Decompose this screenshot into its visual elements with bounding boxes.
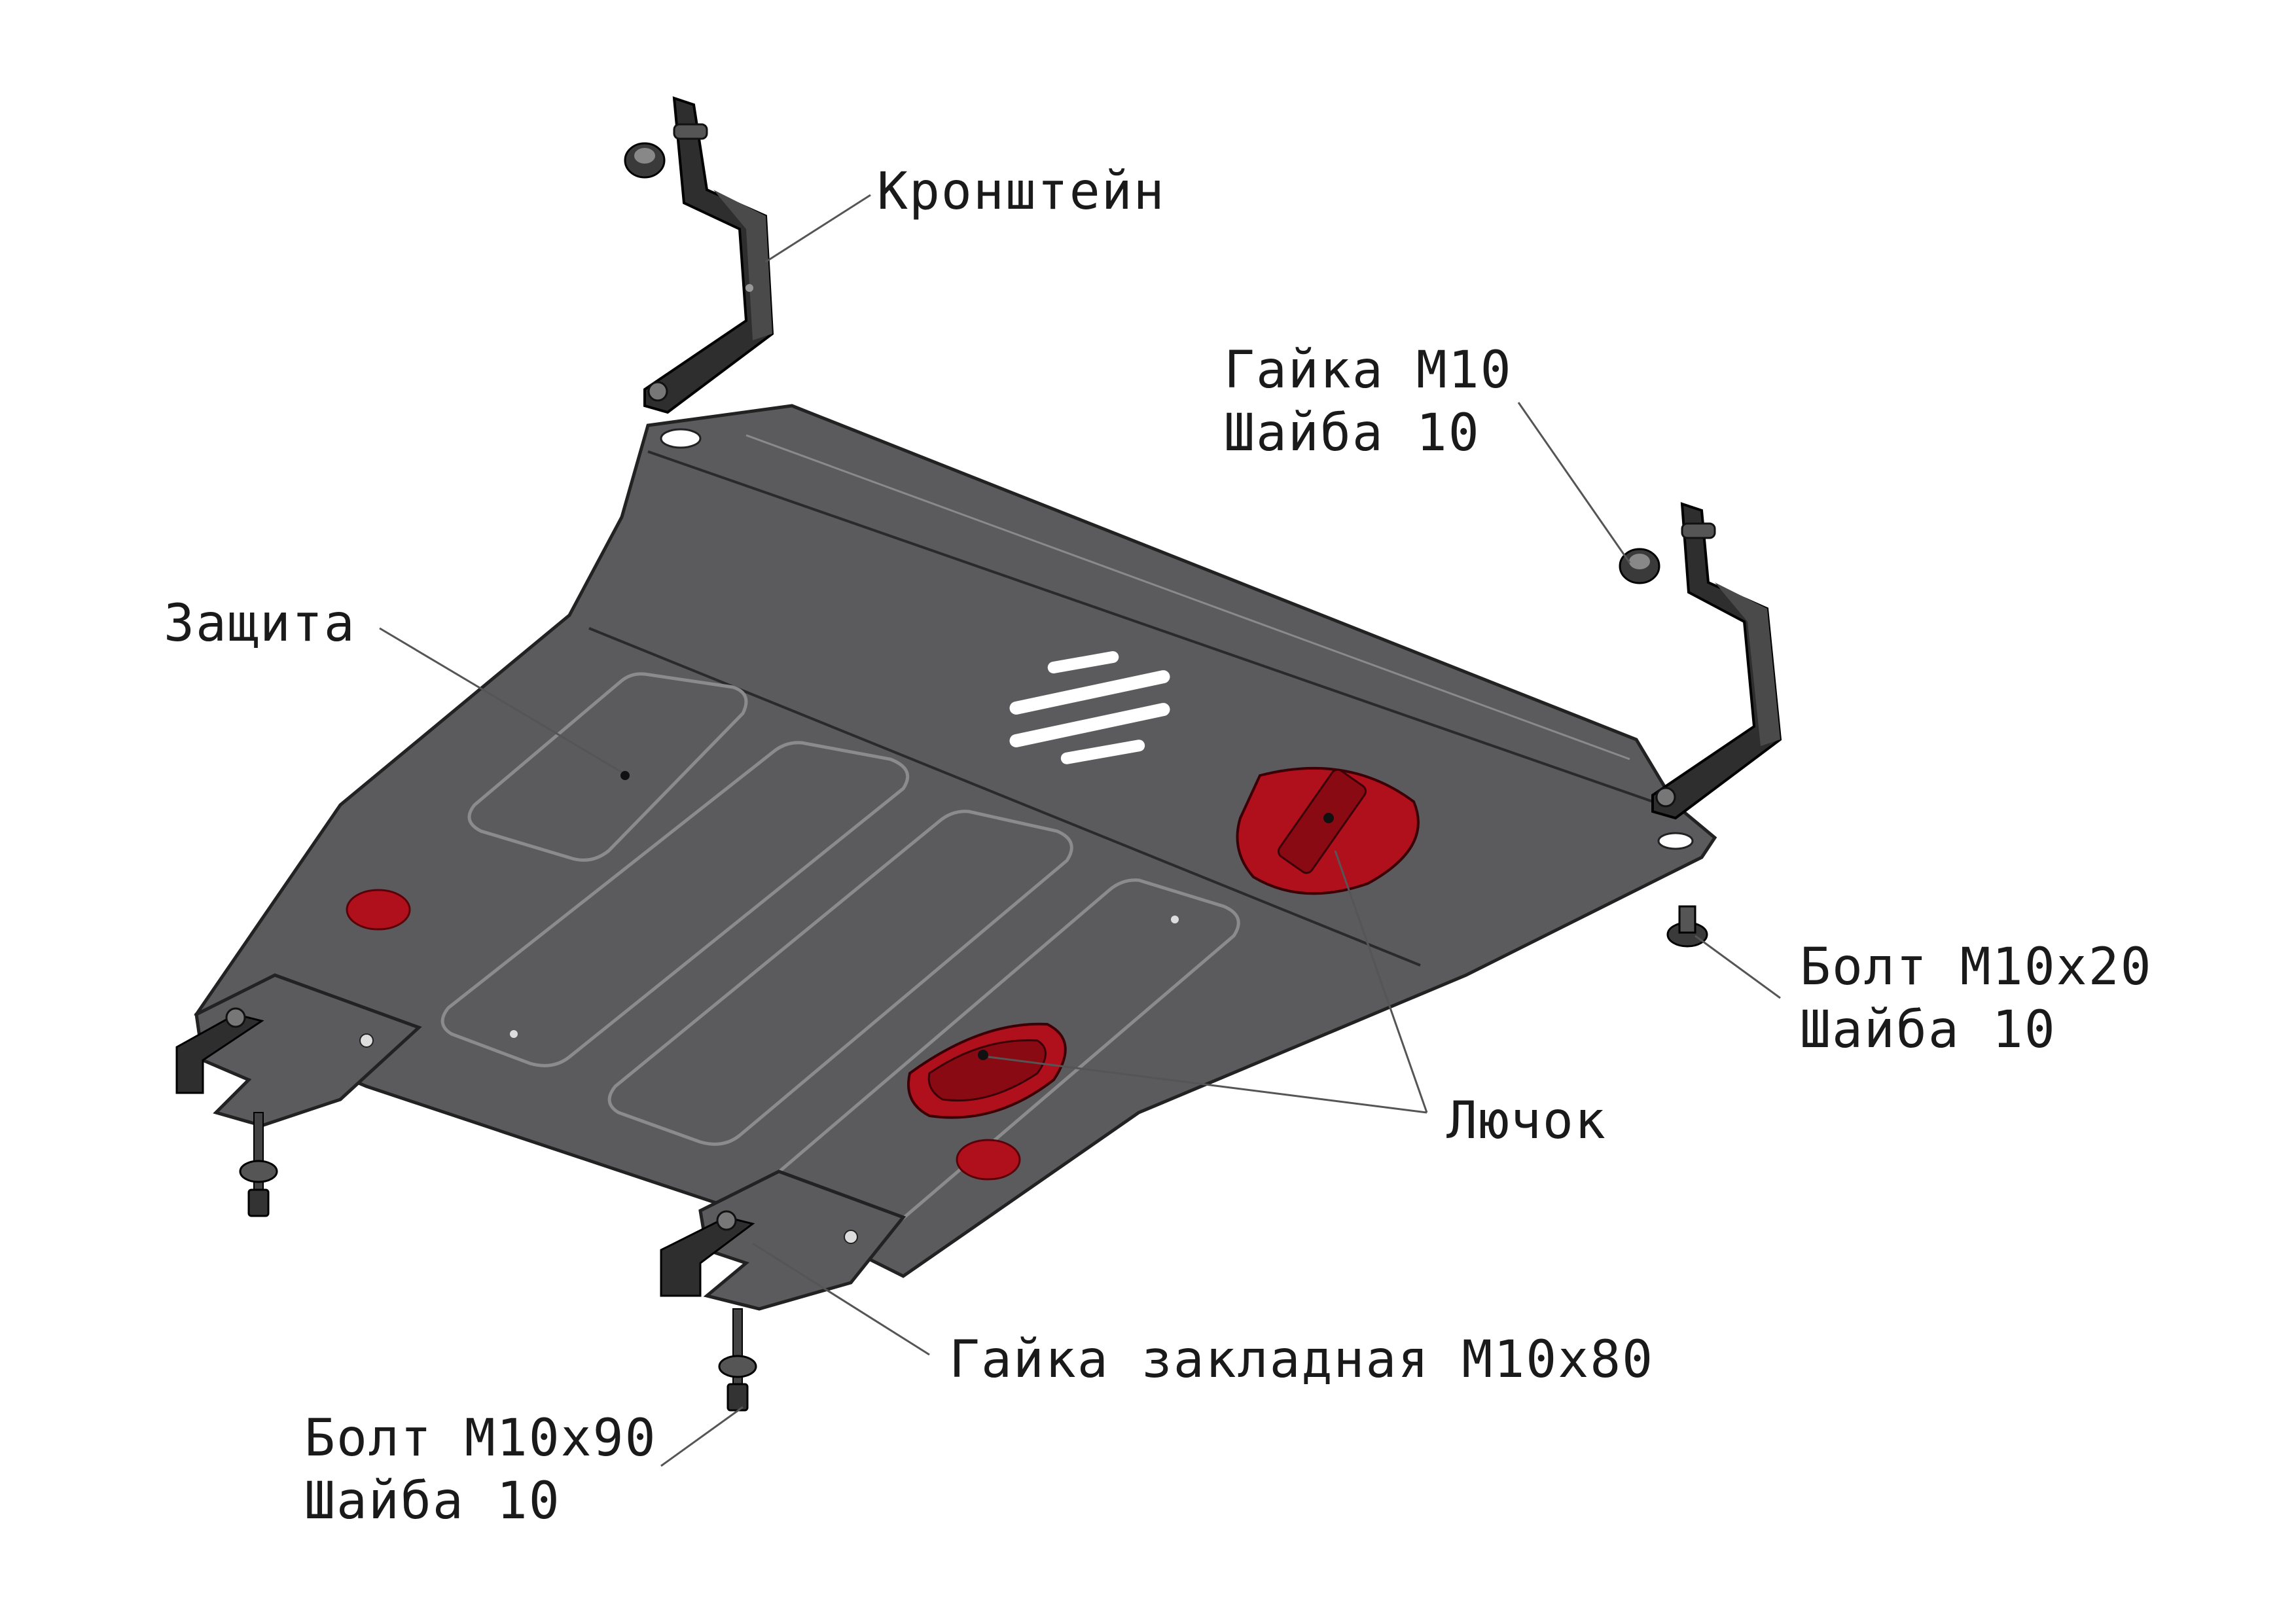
guard-label: Защита bbox=[164, 594, 356, 653]
nut-m10-top-right bbox=[1619, 548, 1660, 584]
washer-top-label: Шайба 10 bbox=[1224, 404, 1480, 463]
label-nut-m10: Гайка М10 Шайба 10 bbox=[1224, 339, 1513, 465]
hatch-label: Лючок bbox=[1446, 1092, 1607, 1150]
guard-plate bbox=[194, 404, 1717, 1278]
label-bolt-m10x90: Болт М10х90 Шайба 10 bbox=[304, 1407, 657, 1533]
washer-right-label: Шайба 10 bbox=[1800, 1001, 2056, 1060]
bolt-m10x20-label: Болт М10х20 bbox=[1800, 938, 2153, 997]
nut-m10-top-left bbox=[624, 142, 666, 179]
label-bracket: Кронштейн bbox=[877, 160, 1166, 223]
front-tab-left bbox=[175, 973, 422, 1128]
ventilation-slots bbox=[1009, 651, 1170, 764]
bolt-m10x20 bbox=[1666, 905, 1708, 948]
label-hatch: Лючок bbox=[1446, 1090, 1607, 1152]
bolt-m10x90-label: Болт М10х90 bbox=[304, 1409, 657, 1468]
bracket-right bbox=[1651, 502, 1782, 820]
bracket-left bbox=[643, 96, 774, 414]
bolt-m10x90-left bbox=[239, 1112, 278, 1217]
label-guard: Защита bbox=[164, 592, 356, 655]
label-bolt-m10x20: Болт М10х20 Шайба 10 bbox=[1800, 936, 2153, 1061]
nut-m10-label: Гайка М10 bbox=[1224, 341, 1513, 400]
label-embedded-nut: Гайка закладная М10х80 bbox=[949, 1329, 1654, 1391]
bracket-label: Кронштейн bbox=[877, 162, 1166, 221]
bolt-m10x90-right bbox=[718, 1308, 757, 1412]
leader-lines bbox=[379, 194, 1781, 1467]
hatch-upper bbox=[1236, 766, 1420, 895]
embedded-nut-label: Гайка закладная М10х80 bbox=[949, 1330, 1655, 1389]
hatch-lower bbox=[907, 1022, 1067, 1119]
front-tab-right bbox=[660, 1169, 906, 1311]
washer-bottom-label: Шайба 10 bbox=[304, 1472, 561, 1531]
